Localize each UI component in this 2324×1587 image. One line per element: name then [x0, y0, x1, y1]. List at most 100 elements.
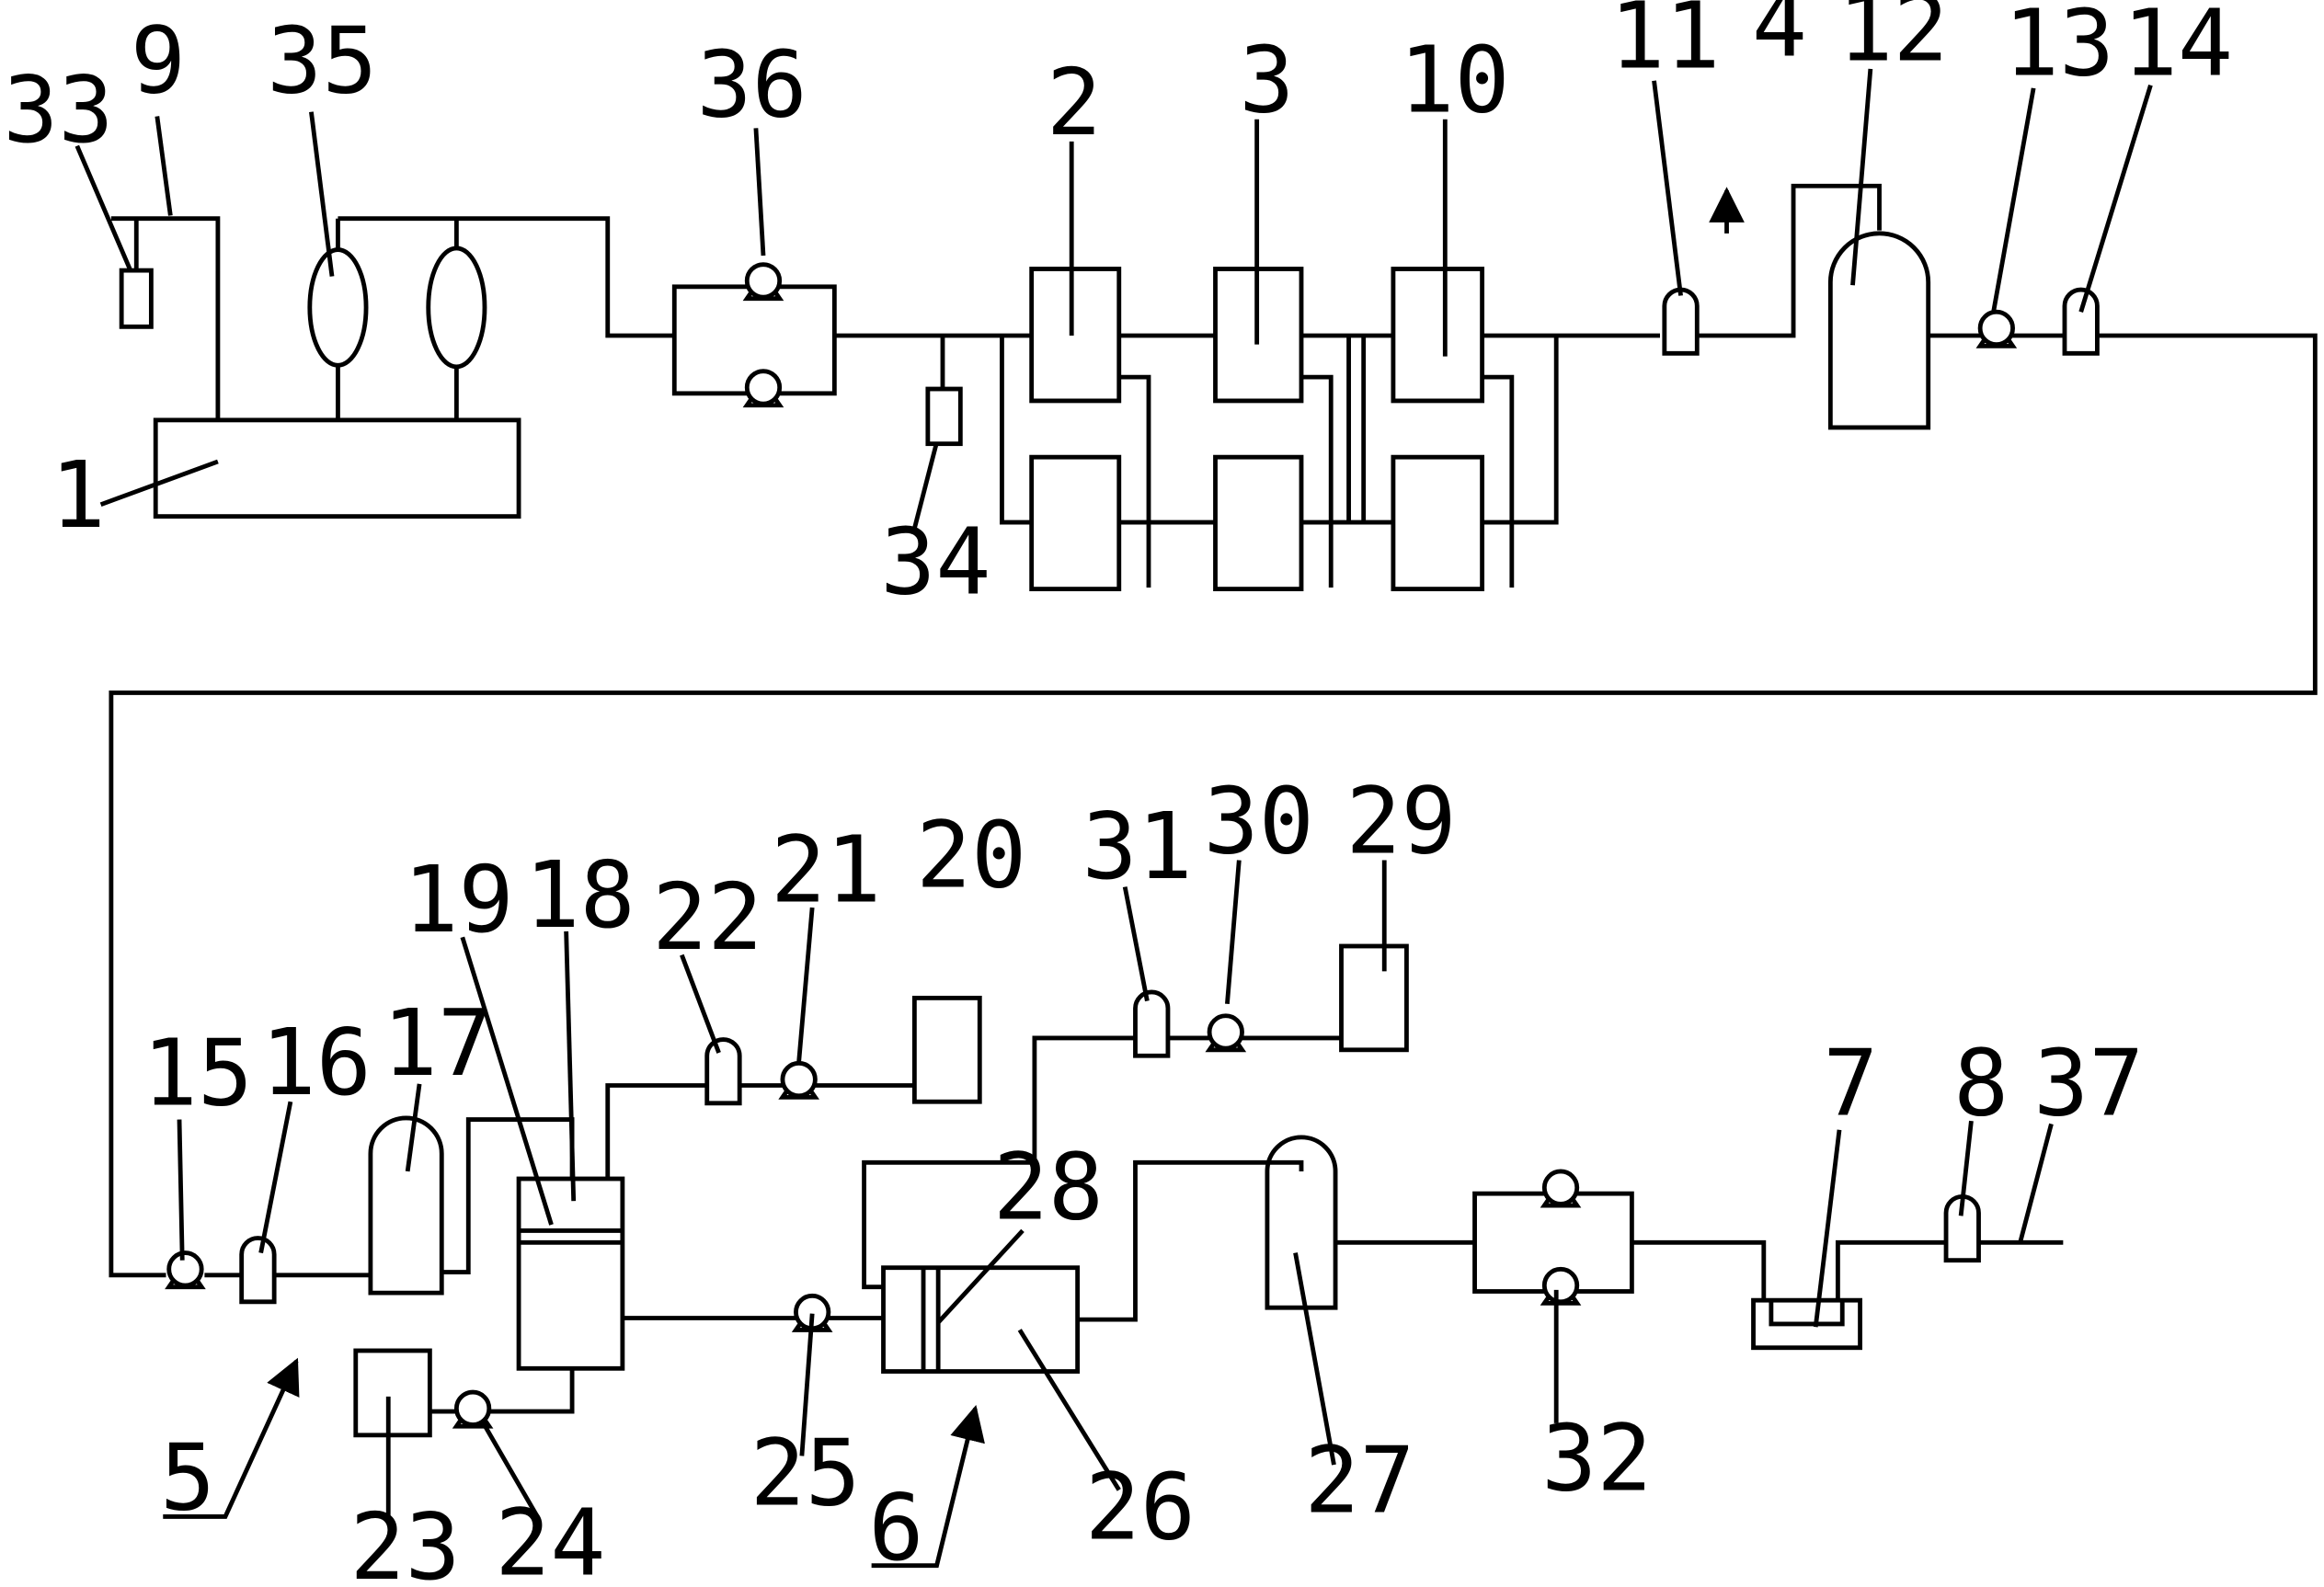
- label-37: 37: [2033, 1030, 2144, 1137]
- leader-34: [910, 441, 939, 535]
- basin-7: [1751, 1297, 1862, 1351]
- filter-35a: [307, 247, 369, 368]
- label-18: 18: [525, 841, 635, 949]
- leader-17: [405, 1083, 422, 1172]
- pipe-11-12: [1697, 183, 1882, 338]
- vessel-22: [707, 1040, 739, 1103]
- tank-20: [911, 995, 982, 1104]
- leader-33: [74, 144, 133, 272]
- pump-21: [783, 1063, 815, 1097]
- label-26: 26: [1085, 1454, 1196, 1561]
- pipe-26-27: [1077, 1159, 1304, 1322]
- label-28: 28: [993, 1134, 1104, 1241]
- tank-29: [1339, 943, 1409, 1053]
- label-5: 5: [160, 1423, 215, 1531]
- leader-8: [1958, 1120, 1974, 1216]
- leader-24: [479, 1419, 539, 1517]
- pump-15: [169, 1253, 201, 1287]
- pump-30: [1209, 1016, 1242, 1050]
- return-line: [109, 333, 2318, 1278]
- pipe-17-18: [441, 1117, 575, 1274]
- vessel-14: [2065, 290, 2097, 353]
- label-36: 36: [696, 30, 807, 138]
- upper-section: [109, 183, 2318, 1278]
- label-13: 13: [2004, 0, 2114, 97]
- label-4: 4: [1752, 0, 1807, 77]
- label-17: 17: [383, 989, 493, 1097]
- pump-13: [1980, 312, 2012, 346]
- pipe-18-20: [605, 1083, 915, 1180]
- label-34: 34: [880, 508, 990, 615]
- leader-31: [1122, 886, 1150, 1002]
- leader-36: [753, 128, 766, 257]
- label-24: 24: [495, 1489, 605, 1587]
- label-11: 11: [1609, 0, 1720, 89]
- label-20: 20: [916, 802, 1026, 909]
- membrane-28: [921, 1267, 941, 1372]
- label-15: 15: [143, 1019, 253, 1126]
- tank-17: [368, 1115, 444, 1296]
- pump-36b: [747, 371, 779, 405]
- label-33: 33: [3, 56, 113, 164]
- leader-27: [1293, 1252, 1336, 1466]
- reactor-2: [1029, 267, 1122, 404]
- label-23: 23: [349, 1493, 460, 1587]
- leader-6: [871, 1405, 985, 1569]
- tank-27: [1265, 1135, 1338, 1310]
- column-18: [516, 1176, 625, 1371]
- label-9: 9: [131, 7, 186, 115]
- label-27: 27: [1304, 1427, 1414, 1535]
- label-2: 2: [1047, 49, 1102, 156]
- leader-16: [258, 1101, 293, 1254]
- label-29: 29: [1345, 767, 1456, 874]
- label-8: 8: [1953, 1030, 2009, 1137]
- label-22: 22: [652, 863, 762, 971]
- unit-26: [881, 1265, 1081, 1374]
- leader-1: [99, 459, 219, 508]
- label-6: 6: [868, 1474, 923, 1581]
- leader-lines: [74, 68, 2153, 1569]
- leader-22: [680, 953, 721, 1054]
- label-32: 32: [1541, 1404, 1652, 1512]
- vent-pipe-9: [110, 216, 221, 420]
- label-35: 35: [267, 7, 377, 115]
- leader-11: [1652, 80, 1683, 296]
- pump-32b: [1544, 1269, 1576, 1303]
- reactor-10b: [1391, 454, 1485, 592]
- vessel-11: [1665, 290, 1697, 353]
- reactor-3b: [1213, 454, 1304, 592]
- basin-7-inner: [1769, 1300, 1845, 1327]
- instrument-33: [119, 268, 154, 329]
- leader-7: [1813, 1129, 1842, 1328]
- label-12: 12: [1837, 0, 1948, 82]
- leader-5: [163, 1357, 300, 1519]
- label-25: 25: [750, 1420, 860, 1527]
- pipe-26-29: [862, 1035, 1342, 1290]
- leader-25: [799, 1313, 815, 1456]
- pump-32a: [1544, 1171, 1576, 1205]
- label-1: 1: [51, 441, 106, 549]
- tank-12: [1827, 231, 1931, 430]
- column-19-plates: [519, 1228, 623, 1245]
- leader-30: [1225, 860, 1242, 1005]
- number-labels: 1 9 33 35 36 2 3 10 34 11 4 12 13 14 15 …: [3, 0, 2233, 1587]
- label-19: 19: [403, 846, 513, 953]
- leader-26: [1017, 1329, 1121, 1491]
- leader-13: [1991, 87, 2036, 313]
- label-16: 16: [261, 1009, 372, 1116]
- leader-21: [796, 907, 815, 1062]
- leader-15: [177, 1119, 185, 1261]
- label-21: 21: [771, 816, 881, 924]
- label-31: 31: [1082, 793, 1192, 900]
- leader-28: [936, 1228, 1025, 1324]
- pump-36a: [747, 265, 779, 299]
- label-10: 10: [1399, 27, 1509, 134]
- main-line: [834, 333, 1032, 390]
- instrument-34: [925, 386, 963, 447]
- label-7: 7: [1823, 1030, 1878, 1137]
- pipe-32-7: [1631, 1239, 2064, 1301]
- leader-19: [460, 936, 554, 1226]
- leader-12: [1850, 68, 1873, 286]
- vessel-31: [1135, 992, 1167, 1056]
